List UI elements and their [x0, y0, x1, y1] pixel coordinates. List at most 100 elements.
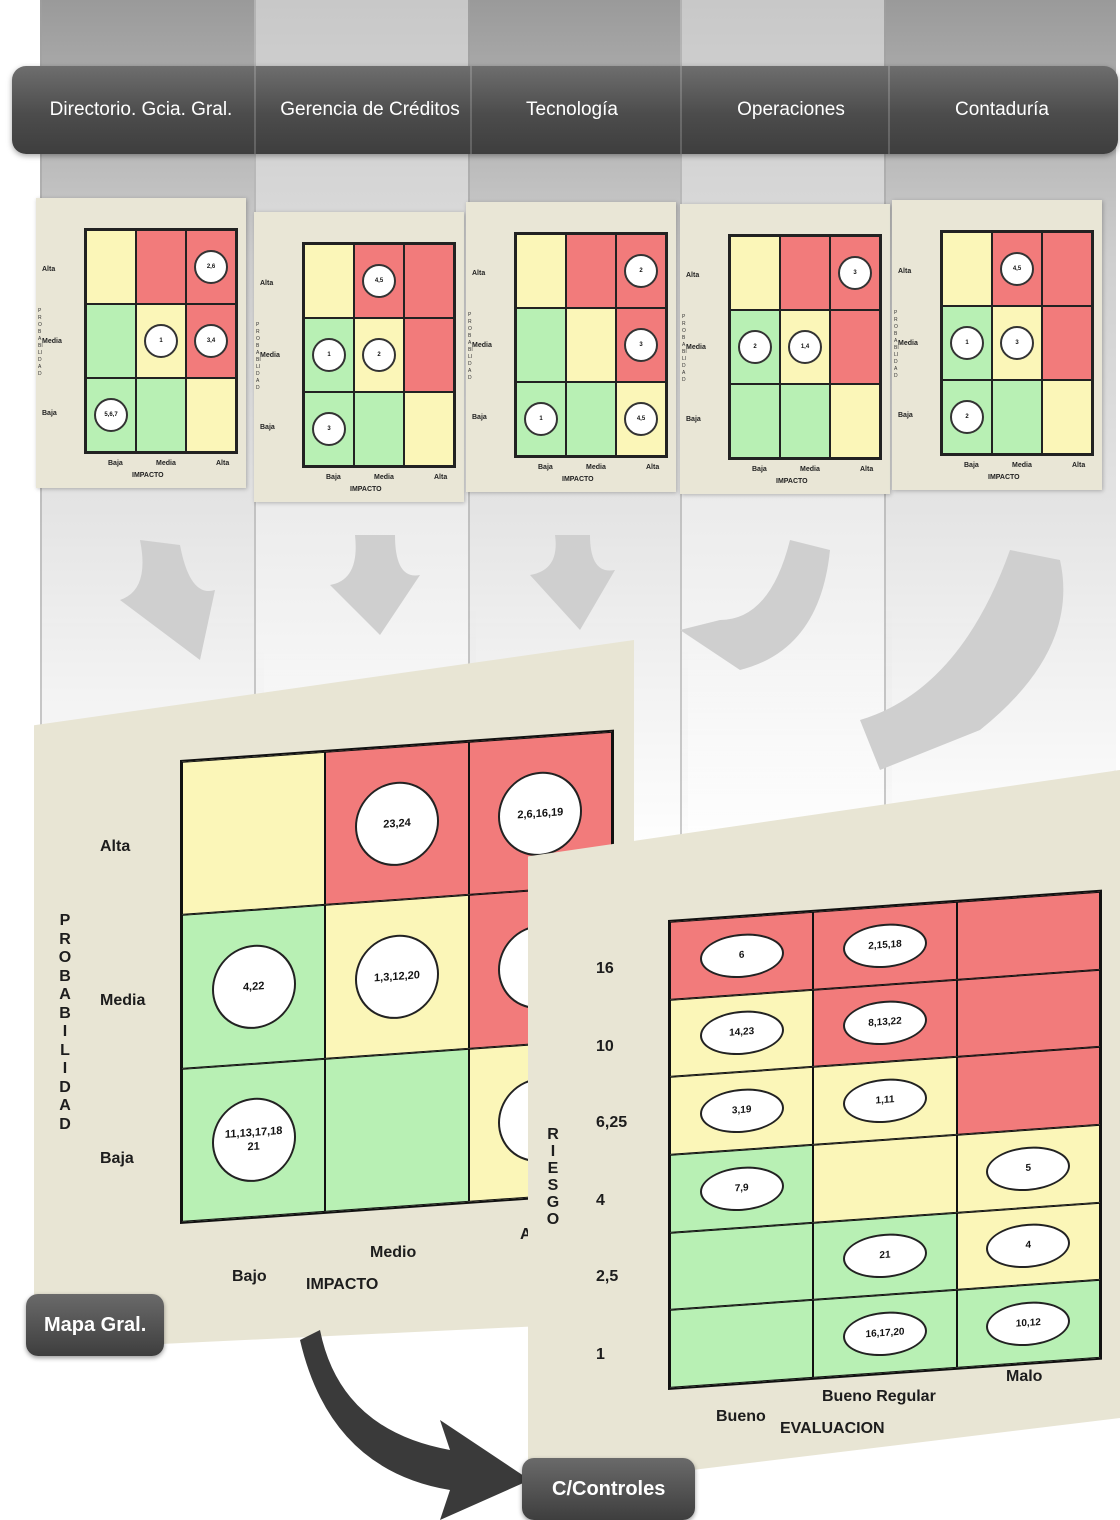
cell: 4,5	[616, 382, 666, 456]
controles-label: C/Controles	[522, 1458, 696, 1520]
y-label-1: 1	[596, 1346, 605, 1363]
cell: 3	[830, 236, 880, 310]
cell	[404, 392, 454, 466]
risk-bubble: 2	[362, 338, 396, 372]
cell: 1	[942, 306, 992, 380]
mini-grid: 4,5 1 2 3	[302, 242, 456, 468]
risk-bubble: 4,5	[624, 402, 658, 436]
x-title: IMPACTO	[132, 472, 164, 479]
cell	[670, 1222, 814, 1311]
risk-ellipse: 16,17,20	[842, 1309, 927, 1359]
flow-arrows	[120, 535, 1064, 770]
cell	[956, 891, 1100, 980]
tab-divider	[888, 66, 890, 154]
y-label-alta: Alta	[100, 838, 131, 855]
y-label-6-25: 6,25	[596, 1114, 628, 1131]
tab-operaciones[interactable]: Operaciones	[737, 99, 845, 120]
x-label-media: Media	[1012, 462, 1032, 469]
risk-ellipse: 1,11	[842, 1076, 927, 1126]
cell	[730, 236, 780, 310]
risk-bubble: 4,22	[211, 941, 296, 1032]
cell	[566, 234, 616, 308]
riesgo-axis-title: RIESGO	[546, 1126, 560, 1228]
risk-bubble: 3	[624, 328, 658, 362]
risk-bubble: 3	[838, 256, 872, 290]
risk-bubble: 3	[312, 412, 346, 446]
mini-grid: 2 3 1 4,5	[514, 232, 668, 458]
tab-contaduria[interactable]: Contaduría	[954, 99, 1049, 120]
risk-ellipse: 5	[986, 1143, 1071, 1194]
y-label-media: Media	[100, 992, 146, 1009]
y-label-16: 16	[596, 960, 614, 977]
cell: 1	[136, 304, 186, 378]
x-label-media: Media	[156, 460, 176, 467]
x-label-media: Media	[374, 474, 394, 481]
cell: 1,4	[780, 310, 830, 384]
tab-directorio[interactable]: Directorio. Gcia. Gral.	[49, 99, 233, 120]
y-label-alta: Alta	[686, 272, 700, 279]
y-title: PROBABILIDAD	[38, 308, 43, 377]
y-title: PROBABILIDAD	[468, 312, 473, 381]
cell	[182, 751, 326, 916]
cell: 3	[616, 308, 666, 382]
cell: 3	[304, 392, 354, 466]
cell	[186, 378, 236, 452]
x-label-baja: Baja	[538, 464, 553, 471]
cell: 6	[670, 911, 814, 1000]
cell: 3,19	[670, 1067, 814, 1155]
x-label-baja: Baja	[752, 466, 767, 473]
risk-bubble: 2	[624, 254, 658, 288]
y-label-baja: Baja	[898, 412, 913, 419]
risk-bubble: 23,24	[354, 778, 439, 869]
tab-tecnologia[interactable]: Tecnología	[526, 99, 618, 120]
y-label-baja: Baja	[260, 424, 275, 431]
cell	[730, 384, 780, 458]
y-label-media: Media	[260, 352, 280, 359]
impacto-axis-title: IMPACTO	[306, 1276, 379, 1293]
cell	[566, 382, 616, 456]
risk-bubble: 4,5	[362, 264, 396, 298]
cell	[136, 230, 186, 304]
tab-divider	[680, 66, 682, 154]
x-label-bueno: Bueno	[716, 1408, 766, 1425]
x-label-alta: Alta	[216, 460, 230, 467]
risk-ellipse: 21	[842, 1231, 927, 1282]
risk-bubble: 5,6,7	[94, 398, 128, 432]
mapa-general-label: Mapa Gral.	[26, 1294, 165, 1356]
cell	[1042, 380, 1092, 454]
cell: 4	[956, 1202, 1100, 1291]
cell: 7,9	[670, 1144, 814, 1233]
risk-ellipse: 6	[699, 930, 784, 981]
mini-matrix-tecnologia: 2 3 1 4,5 Alta Media Baja Baja Media Alt…	[466, 202, 676, 492]
cell: 16,17,20	[813, 1290, 957, 1378]
y-label-alta: Alta	[472, 270, 486, 277]
x-label-media: Media	[800, 466, 820, 473]
controles-grid: 6 2,15,18 14,23 8,13,22 3,19 1,11 7,9 5 …	[668, 889, 1102, 1390]
cell: 23,24	[325, 741, 469, 906]
cell: 1,3,12,20	[325, 895, 469, 1059]
cell	[325, 1048, 469, 1212]
cell: 3,4	[186, 304, 236, 378]
tab-divider	[470, 66, 472, 154]
y-label-media: Media	[42, 338, 62, 345]
y-label-media: Media	[686, 344, 706, 351]
cell	[830, 310, 880, 384]
risk-ellipse: 8,13,22	[842, 998, 927, 1049]
cell	[992, 380, 1042, 454]
risk-bubble: 3	[1000, 326, 1034, 360]
risk-ellipse: 14,23	[699, 1008, 784, 1059]
cell	[516, 308, 566, 382]
x-title: IMPACTO	[988, 474, 1020, 481]
cell	[670, 1300, 814, 1388]
cell	[1042, 306, 1092, 380]
tab-gerencia-creditos[interactable]: Gerencia de Créditos	[280, 99, 460, 120]
risk-bubble: 2	[738, 330, 772, 364]
risk-ellipse: 2,15,18	[842, 920, 927, 971]
arrow-down-icon	[530, 535, 615, 630]
risk-bubble: 4,5	[1000, 252, 1034, 286]
y-label-media: Media	[472, 342, 492, 349]
cell	[86, 304, 136, 378]
cell	[566, 308, 616, 382]
risk-bubble: 1	[144, 324, 178, 358]
